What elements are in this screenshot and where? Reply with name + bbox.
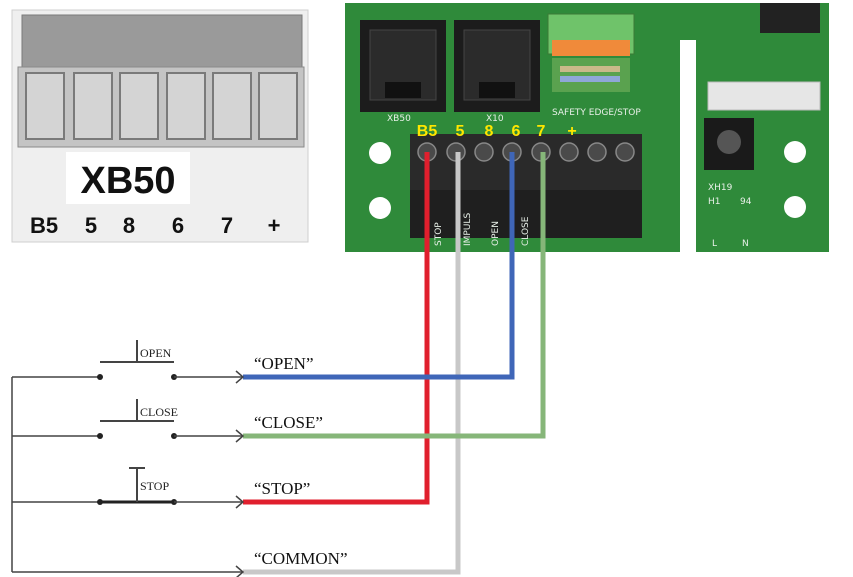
wire-label-close: “CLOSE” (254, 413, 323, 432)
wire-close-green (243, 152, 546, 439)
connector-terminal-6: 6 (172, 213, 184, 238)
board-silk-h1: H1 (708, 197, 721, 207)
board-terminal-6: 6 (512, 123, 521, 140)
switch-label-open: OPEN (140, 346, 172, 360)
board-silk-x10: X10 (486, 114, 504, 124)
board-silk-n: N (742, 239, 749, 249)
control-board: XB50 X10 SAFETY EDGE/STOP XH19 H1 94 L N (345, 3, 829, 252)
safety-connector (547, 13, 635, 92)
board-terminal-plus: + (567, 123, 576, 140)
connector-terminal-7: 7 (221, 213, 233, 238)
rj-jack-left (360, 20, 446, 112)
switch-schematic (11, 340, 245, 577)
board-terminal-5: 5 (456, 123, 465, 140)
board-terminal-labels: B5 5 8 6 7 + (417, 123, 577, 140)
board-silk-l: L (712, 239, 717, 249)
switch-open (97, 340, 243, 380)
switch-label-stop: STOP (140, 479, 169, 493)
board-silk-safety-edge: SAFETY EDGE/STOP (552, 108, 641, 118)
board-silk-xb50: XB50 (387, 114, 411, 124)
mount-hole (784, 141, 806, 163)
wire-arrowheads (235, 370, 245, 577)
connector-closeup: XB50 B5 5 8 6 7 + (11, 9, 309, 243)
connector-terminal-labels: B5 5 8 6 7 + (30, 213, 280, 238)
mount-hole (784, 196, 806, 218)
connector-title: XB50 (80, 160, 175, 202)
board-silk-94: 94 (740, 197, 752, 207)
switch-labels: OPEN CLOSE STOP (140, 346, 178, 493)
connector-terminal-8: 8 (123, 213, 135, 238)
wire-stop-red (243, 152, 430, 505)
rj-jack-right (454, 20, 540, 112)
wire-common-grey (243, 152, 461, 575)
wire-label-open: “OPEN” (254, 354, 313, 373)
board-silk-impuls: IMPULS (463, 213, 473, 246)
wire-label-common: “COMMON” (254, 549, 348, 568)
board-silk-xh19: XH19 (708, 183, 733, 193)
wire-labels: “OPEN” “CLOSE” “STOP” “COMMON” (254, 354, 348, 568)
connector-slots (25, 72, 298, 140)
connector-terminal-b5: B5 (30, 213, 58, 238)
wire-label-stop: “STOP” (254, 479, 310, 498)
connector-terminal-5: 5 (85, 213, 97, 238)
board-silk-open: OPEN (491, 221, 501, 246)
switch-stop (97, 467, 243, 505)
switch-label-close: CLOSE (140, 405, 178, 419)
board-terminal-b5: B5 (417, 123, 438, 140)
connector-terminal-plus: + (268, 213, 281, 238)
switch-close (97, 399, 243, 439)
board-terminal-7: 7 (537, 123, 546, 140)
mount-hole (369, 197, 391, 219)
mount-hole (369, 142, 391, 164)
board-silk-stop: STOP (434, 222, 444, 246)
board-silk-close: CLOSE (521, 216, 531, 246)
board-terminal-8: 8 (485, 123, 494, 140)
colored-wires (243, 152, 546, 575)
wire-open-blue (243, 152, 515, 380)
